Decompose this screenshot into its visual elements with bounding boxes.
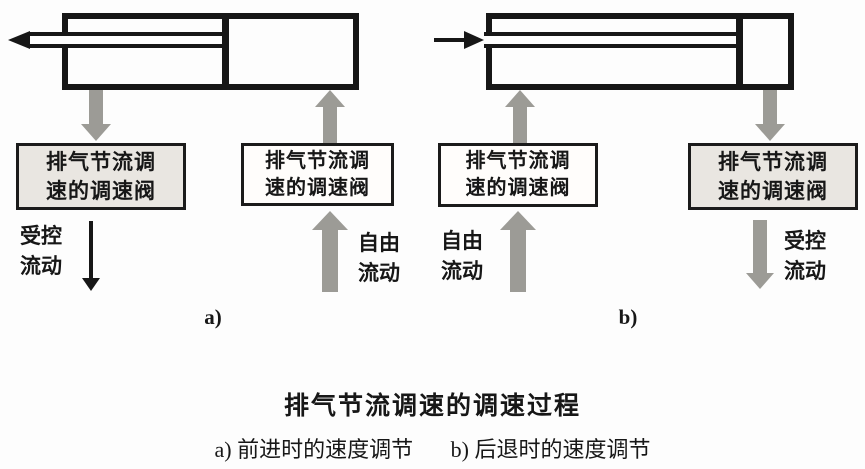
free-flow-arrow-a-shaft (322, 228, 338, 292)
cylinder-a (62, 13, 359, 90)
valve-box-a-left-label-line1: 排气节流调 (46, 150, 156, 175)
valve-box-a-right-label-line2: 速的调速阀 (265, 176, 370, 199)
port-arrow-b-left-shaft (513, 105, 527, 143)
controlled-flow-arrow-a-shaft (89, 221, 93, 279)
motion-arrow-right-icon (464, 31, 484, 49)
port-arrow-a-right-shaft (323, 105, 337, 143)
valve-box-a-right: 排气节流调 速的调速阀 (241, 143, 394, 206)
flow-label-b-right: 受控 流动 (778, 226, 832, 287)
port-arrow-b-right-down-icon (755, 124, 785, 141)
piston-rod-a-bottom-edge (30, 44, 224, 48)
free-flow-arrow-a-up-icon (312, 211, 348, 230)
subcaption-a: a) 前进时的速度调节 (214, 437, 414, 462)
controlled-flow-arrow-a-down-icon (82, 278, 100, 291)
piston-a (222, 19, 229, 84)
cylinder-a-rod-opening (62, 36, 68, 44)
motion-arrow-left-icon (8, 31, 30, 49)
figure-subcaption: a) 前进时的速度调节 b) 后退时的速度调节 (0, 432, 865, 464)
panel-label-b: b) (618, 305, 638, 329)
cylinder-b (486, 13, 794, 90)
subcaption-b: b) 后退时的速度调节 (450, 437, 651, 462)
flow-label-a-left: 受控 流动 (14, 221, 68, 282)
flow-label-b-left-line1: 自由 (441, 229, 483, 253)
valve-box-b-left: 排气节流调 速的调速阀 (438, 143, 598, 207)
port-arrow-a-left-shaft (89, 90, 103, 125)
port-arrow-b-right-shaft (763, 90, 777, 125)
flow-label-b-right-line2: 流动 (784, 259, 826, 284)
piston-rod-b-bottom-edge (484, 44, 738, 48)
free-flow-arrow-b-up-icon (500, 211, 536, 230)
flow-label-b-left: 自由 流动 (435, 226, 489, 287)
flow-label-a-right: 自由 流动 (352, 228, 406, 289)
valve-box-b-right-label-line1: 排气节流调 (718, 150, 828, 175)
port-arrow-b-left-up-icon (505, 90, 535, 107)
flow-label-a-left-line2: 流动 (20, 254, 62, 279)
flow-label-a-left-line1: 受控 (20, 224, 62, 248)
cylinder-b-rod-opening (486, 36, 492, 44)
flow-label-b-left-line2: 流动 (441, 259, 483, 284)
valve-box-b-left-label-line2: 速的调速阀 (465, 177, 571, 199)
port-arrow-a-left-down-icon (81, 124, 111, 141)
piston-rod-b-top-edge (484, 32, 738, 36)
valve-box-a-left: 排气节流调 速的调速阀 (16, 143, 186, 210)
flow-label-a-right-line2: 流动 (358, 261, 400, 286)
flow-label-b-right-line1: 受控 (784, 229, 826, 253)
free-flow-arrow-b-shaft (510, 228, 526, 292)
controlled-flow-arrow-b-down-icon (746, 273, 774, 289)
panel-label-a: a) (204, 305, 222, 329)
figure-title: 排气节流调速的调速过程 (283, 393, 581, 420)
flow-label-a-right-line1: 自由 (358, 231, 400, 255)
port-arrow-a-right-up-icon (315, 90, 345, 107)
piston-b (736, 19, 743, 84)
valve-box-b-left-label-line1: 排气节流调 (465, 150, 571, 172)
motion-arrow-b-shaft (434, 38, 466, 42)
controlled-flow-arrow-b-shaft (753, 220, 767, 275)
valve-box-a-left-label-line2: 速的调速阀 (46, 178, 156, 203)
valve-box-b-right: 排气节流调 速的调速阀 (688, 143, 858, 210)
valve-box-b-right-label-line2: 速的调速阀 (718, 178, 828, 203)
valve-box-a-right-label-line1: 排气节流调 (265, 149, 370, 172)
piston-rod-a-top-edge (30, 32, 224, 36)
